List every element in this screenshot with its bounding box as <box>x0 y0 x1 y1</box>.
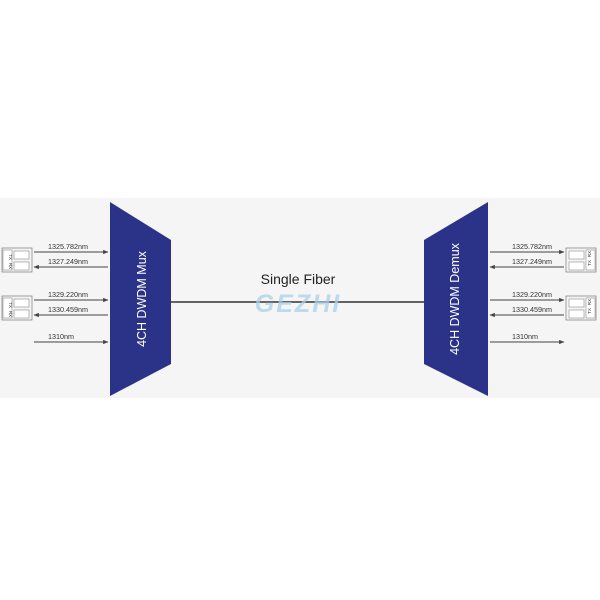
demux-label: 4CH DWDM Demux <box>448 242 462 355</box>
demux-channel-label-1: 1325.782nm <box>512 242 552 251</box>
right-transceiver-2: TX RX <box>565 295 597 321</box>
port-label-box <box>585 297 596 319</box>
demux-channel-arrows: 1325.782nm 1327.249nm 1329.220nm 1330.45… <box>489 242 565 345</box>
left-transceiver-1: TX RX <box>1 247 33 273</box>
port-label-box <box>2 297 13 319</box>
port-connector-icon <box>13 250 30 260</box>
right-transceiver-1: TX RX <box>565 247 597 273</box>
port-connector-icon <box>13 298 30 308</box>
mux-channel-arrows: 1325.782nm 1327.249nm 1329.220nm 1330.45… <box>33 242 109 345</box>
port-connector-icon <box>568 261 585 271</box>
port-label-rx: RX <box>587 299 592 305</box>
port-label-tx: TX <box>8 254 13 260</box>
background-band <box>0 198 600 398</box>
demux-channel-label-3: 1329.220nm <box>512 290 552 299</box>
port-label-tx: TX <box>8 302 13 308</box>
port-label-box <box>2 249 13 271</box>
demux-channel-label-5: 1310nm <box>512 332 538 341</box>
mux-channel-label-2: 1327.249nm <box>48 257 88 266</box>
mux-channel-label-4: 1330.459nm <box>48 305 88 314</box>
port-label-rx: RX <box>587 251 592 257</box>
demux-device <box>424 202 488 396</box>
single-fiber-label: Single Fiber <box>261 271 336 287</box>
mux-channel-label-5: 1310nm <box>48 332 74 341</box>
port-label-box <box>585 249 596 271</box>
port-connector-icon <box>13 261 30 271</box>
watermark-logo: GEZHI <box>255 290 341 318</box>
port-label-tx: TX <box>587 308 592 314</box>
mux-device <box>110 202 171 396</box>
mux-label: 4CH DWDM Mux <box>135 250 149 347</box>
left-transceiver-2: TX RX <box>1 295 33 321</box>
port-connector-icon <box>568 298 585 308</box>
port-connector-icon <box>568 250 585 260</box>
port-label-rx: RX <box>8 263 13 269</box>
mux-channel-label-3: 1329.220nm <box>48 290 88 299</box>
demux-channel-label-4: 1330.459nm <box>512 305 552 314</box>
port-label-tx: TX <box>587 260 592 266</box>
port-label-rx: RX <box>8 311 13 317</box>
mux-channel-label-1: 1325.782nm <box>48 242 88 251</box>
port-connector-icon <box>13 309 30 319</box>
port-connector-icon <box>568 309 585 319</box>
demux-channel-label-2: 1327.249nm <box>512 257 552 266</box>
